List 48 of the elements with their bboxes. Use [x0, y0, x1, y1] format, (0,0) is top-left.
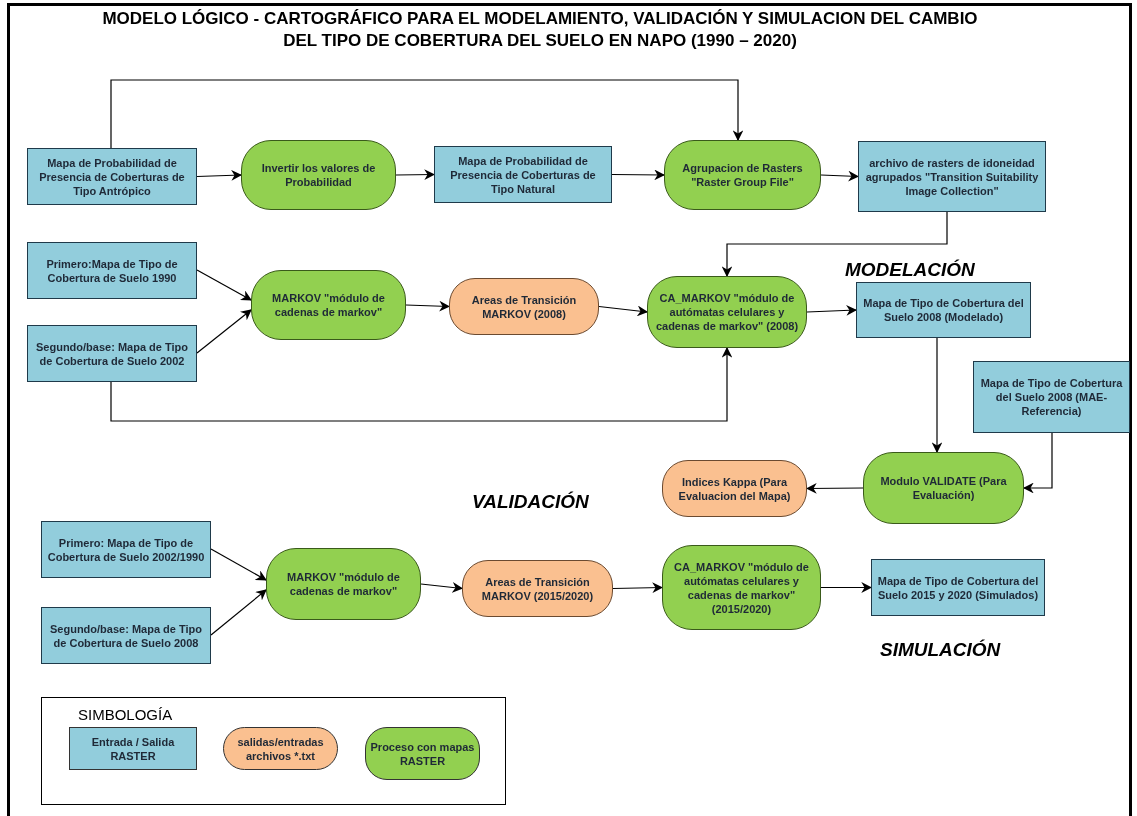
process-box: CA_MARKOV "módulo de autómatas celulares y cadenas de markov" (2008)	[647, 276, 807, 348]
arrow	[210, 548, 267, 581]
file-box: Areas de Transición MARKOV (2008)	[449, 278, 599, 335]
process-box: CA_MARKOV "módulo de autómatas celulares y cadenas de markov" (2015/2020)	[662, 545, 821, 630]
arrow	[721, 211, 948, 278]
raster-box: Mapa de Probabilidad de Presencia de Coberturas de Tipo Antrópico	[27, 148, 197, 205]
arrow	[820, 170, 860, 182]
raster-box: Primero:Mapa de Tipo de Cobertura de Suelo 1990	[27, 242, 197, 299]
arrow	[405, 300, 451, 312]
raster-box: Mapa de Tipo de Cobertura del Suelo 2015 y 2020 (Simulados)	[871, 559, 1045, 616]
legend-file-box: salidas/entradas archivos *.txt	[223, 727, 338, 770]
diagram-title: MODELO LÓGICO - CARTOGRÁFICO PARA EL MODELAMIENTO, VALIDACIÓN Y SIMULACION DEL CAMBIO DEL TIPO DE COBERTURA DEL SUELO EN NAPO (1990 – 2020)	[101, 8, 979, 52]
section-label: MODELACIÓN	[845, 258, 975, 282]
process-box: Invertir los valores de Probabilidad	[241, 140, 396, 210]
arrow	[805, 483, 864, 494]
section-label: VALIDACIÓN	[472, 490, 589, 514]
raster-box: Mapa de Tipo de Cobertura del Suelo 2008 (MAE-Referencia)	[973, 361, 1130, 433]
arrow	[820, 582, 873, 593]
raster-box: archivo de rasters de idoneidad agrupados "Transition Suitability Image Collection"	[858, 141, 1046, 212]
raster-box: Segundo/base: Mapa de Tipo de Cobertura de Suelo 2008	[41, 607, 211, 664]
process-box: Agrupacion de Rasters "Raster Group File"	[664, 140, 821, 210]
process-box: MARKOV "módulo de cadenas de markov"	[266, 548, 421, 620]
arrow	[612, 582, 664, 594]
arrow	[196, 309, 252, 354]
file-box: Indices Kappa (Para Evaluacion del Mapa)	[662, 460, 807, 517]
process-box: Modulo VALIDATE (Para Evaluación)	[863, 452, 1024, 524]
process-box: MARKOV "módulo de cadenas de markov"	[251, 270, 406, 340]
arrow	[806, 305, 858, 316]
arrow	[196, 269, 252, 301]
raster-box: Mapa de Tipo de Cobertura del Suelo 2008 (Modelado)	[856, 282, 1031, 338]
arrow	[420, 582, 464, 593]
arrow	[210, 589, 267, 636]
arrow	[598, 305, 649, 317]
legend-raster-box: Entrada / Salida RASTER	[69, 727, 197, 770]
raster-box: Mapa de Probabilidad de Presencia de Coberturas de Tipo Natural	[434, 146, 612, 203]
arrow	[931, 337, 943, 454]
raster-box: Segundo/base: Mapa de Tipo de Cobertura de Suelo 2002	[27, 325, 197, 382]
file-box: Areas de Transición MARKOV (2015/2020)	[462, 560, 613, 617]
raster-box: Primero: Mapa de Tipo de Cobertura de Suelo 2002/1990	[41, 521, 211, 578]
arrow	[611, 169, 666, 181]
legend-process-box: Proceso con mapas RASTER	[365, 727, 480, 780]
legend-heading: SIMBOLOGÍA	[78, 705, 173, 725]
section-label: SIMULACIÓN	[880, 638, 1001, 662]
arrow	[395, 169, 436, 181]
arrow	[1022, 432, 1053, 494]
arrow	[110, 346, 733, 422]
arrow	[196, 169, 243, 181]
arrow	[110, 79, 744, 149]
